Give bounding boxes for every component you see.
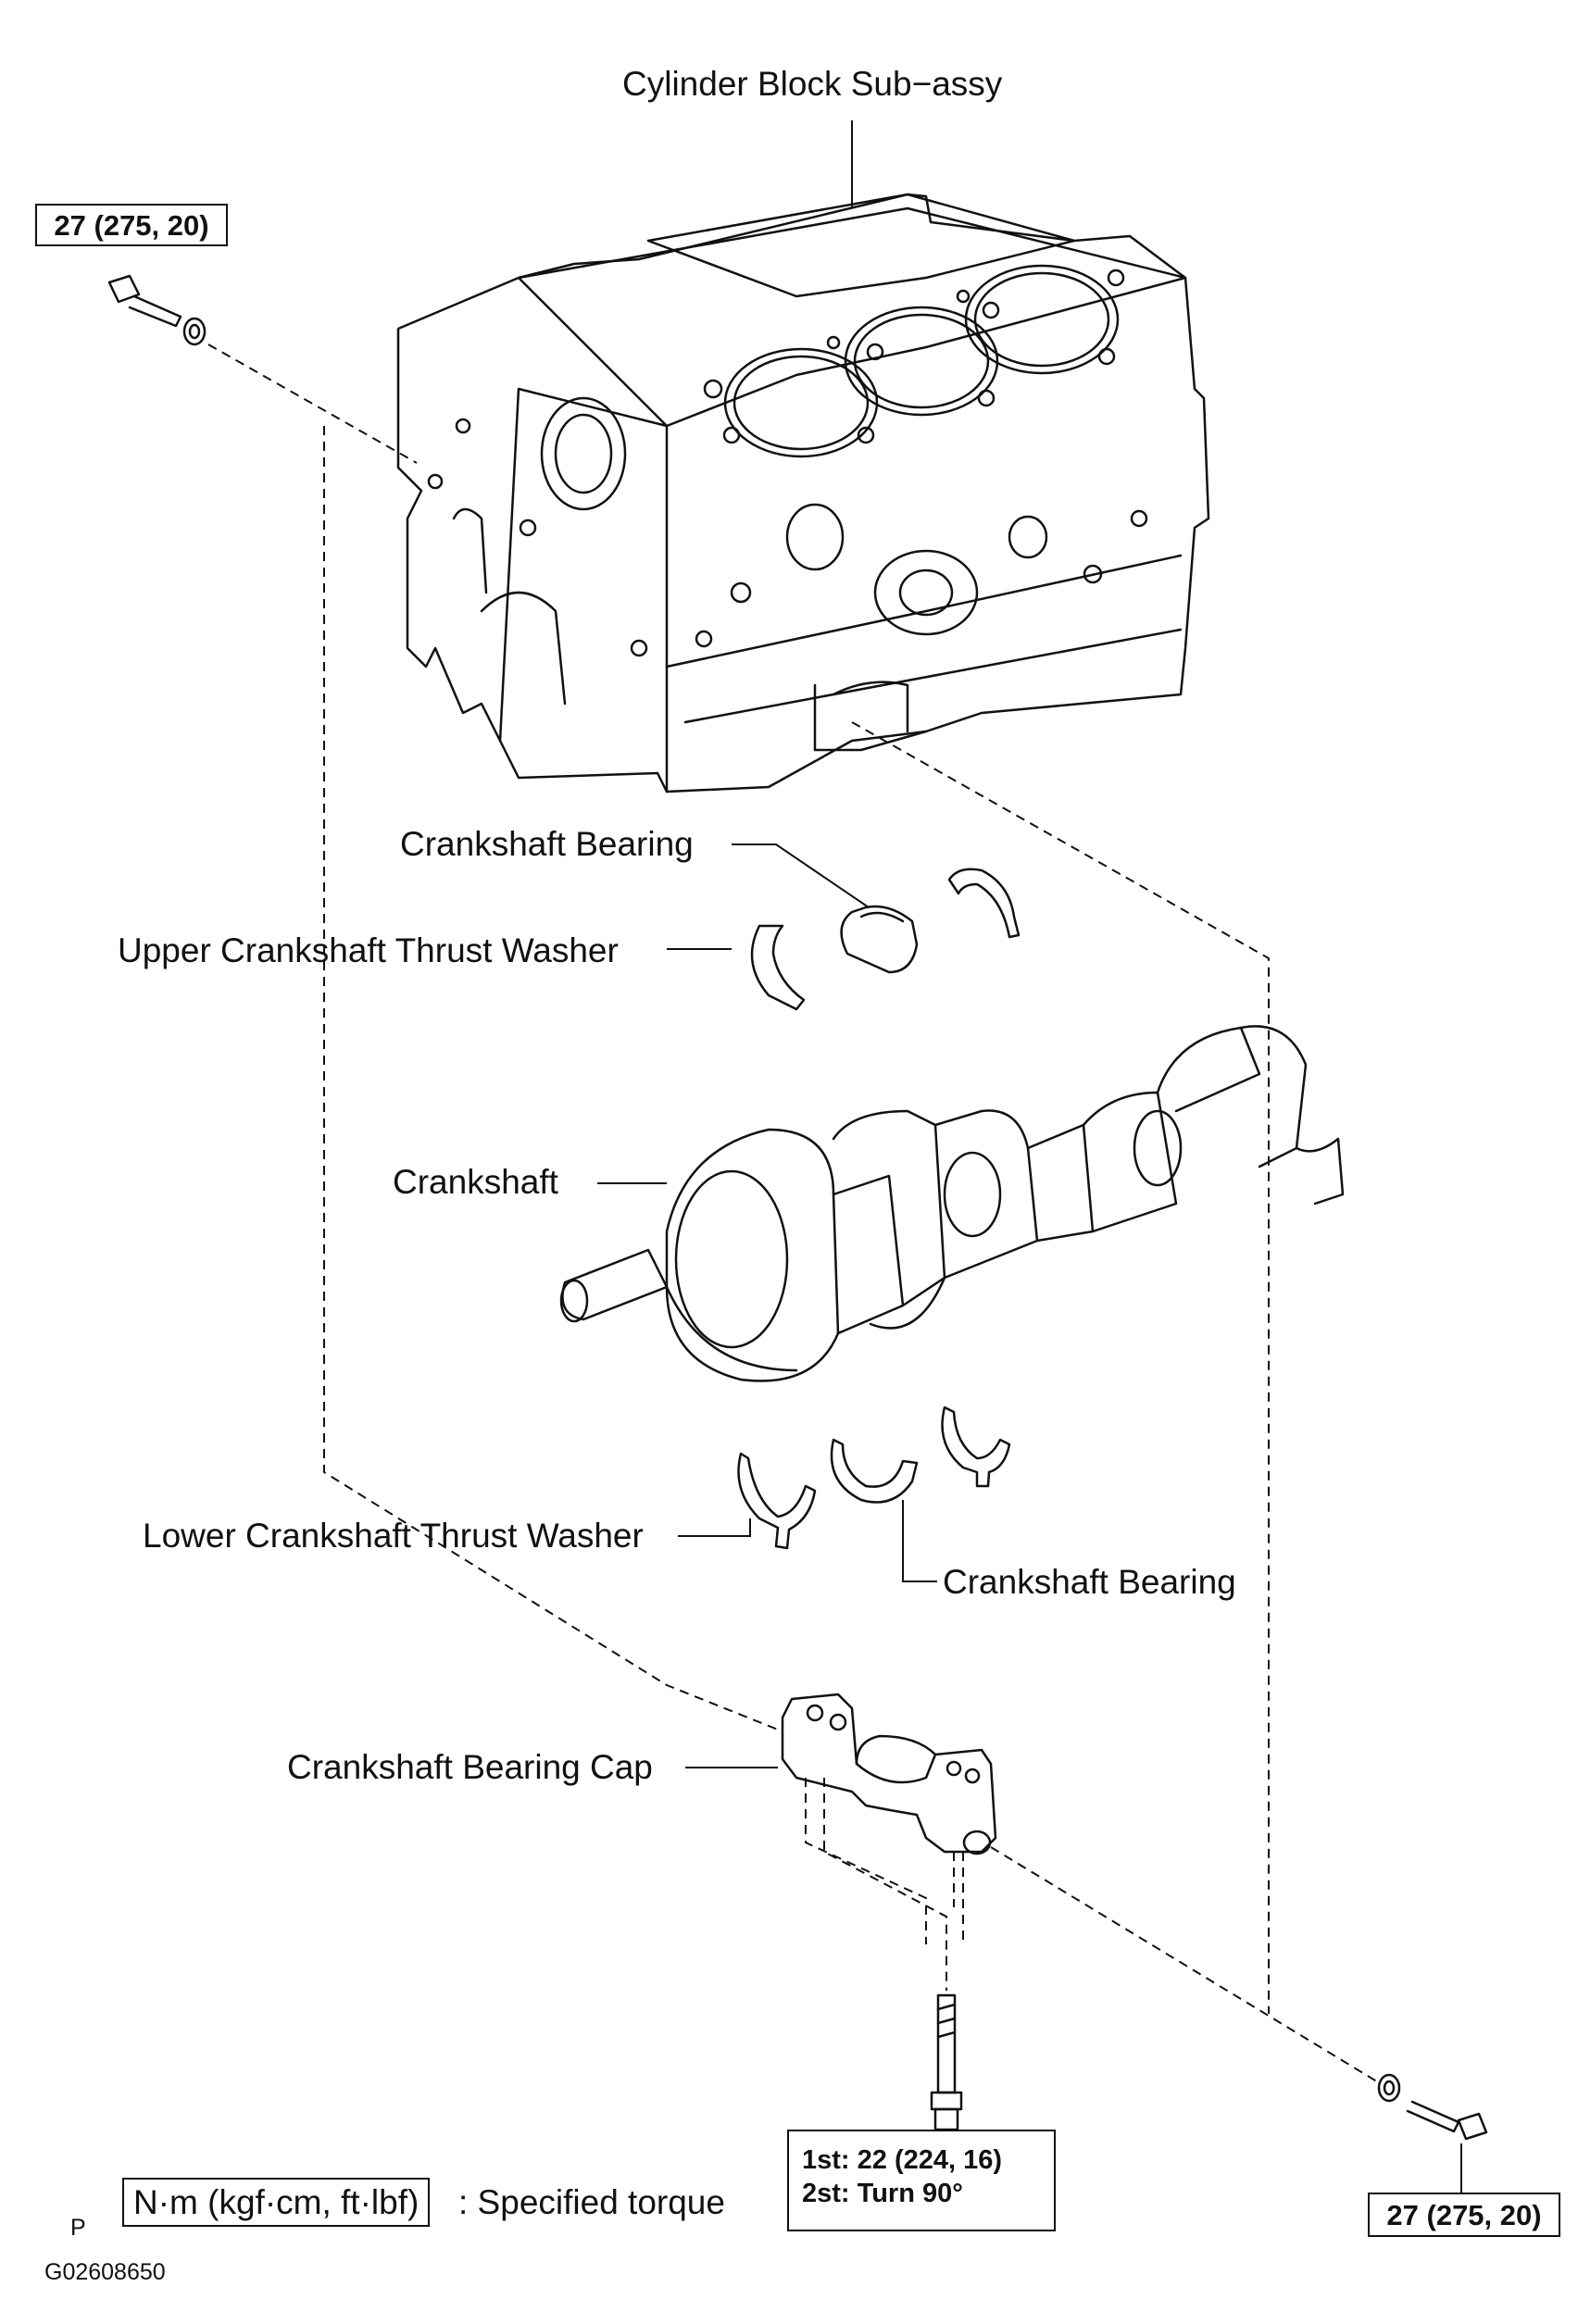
label-crankshaft-bearing-upper: Crankshaft Bearing [400,825,694,863]
label-lower-thrust-washer: Lower Crankshaft Thrust Washer [143,1517,644,1555]
figure-code: G02608650 [44,2259,166,2285]
label-upper-thrust-washer: Upper Crankshaft Thrust Washer [118,931,619,969]
torque-step-first: 1st: 22 (224, 16) [802,2145,1003,2175]
side-bolt-top-left [107,274,207,346]
torque-box-top-left: 27 (275, 20) [35,204,228,246]
side-bolt-bottom-right [1377,2073,1488,2141]
lower-bearing-parts [737,1406,1011,1550]
cap-bolt-illustration [930,1993,963,2131]
bearing-cap-illustration [781,1693,997,1855]
cylinder-block-illustration [396,193,1210,793]
legend-unit-box: N·m (kgf·cm, ft·lbf) [122,2178,431,2227]
upper-bearing-parts [750,868,1021,1011]
label-crankshaft: Crankshaft [393,1163,558,1201]
crankshaft-illustration [559,1025,1345,1382]
label-crankshaft-bearing-lower: Crankshaft Bearing [943,1563,1236,1601]
label-bearing-cap: Crankshaft Bearing Cap [287,1748,653,1786]
torque-step-second: 2st: Turn 90° [802,2179,963,2208]
legend-description: : Specified torque [458,2183,725,2221]
torque-box-bottom-right: 27 (275, 20) [1368,2193,1560,2237]
torque-spec-cap-bolt: 1st: 22 (224, 16) 2st: Turn 90° [787,2130,1056,2231]
label-cylinder-block: Cylinder Block Sub−assy [622,65,1003,103]
footer-letter: P [70,2215,86,2241]
